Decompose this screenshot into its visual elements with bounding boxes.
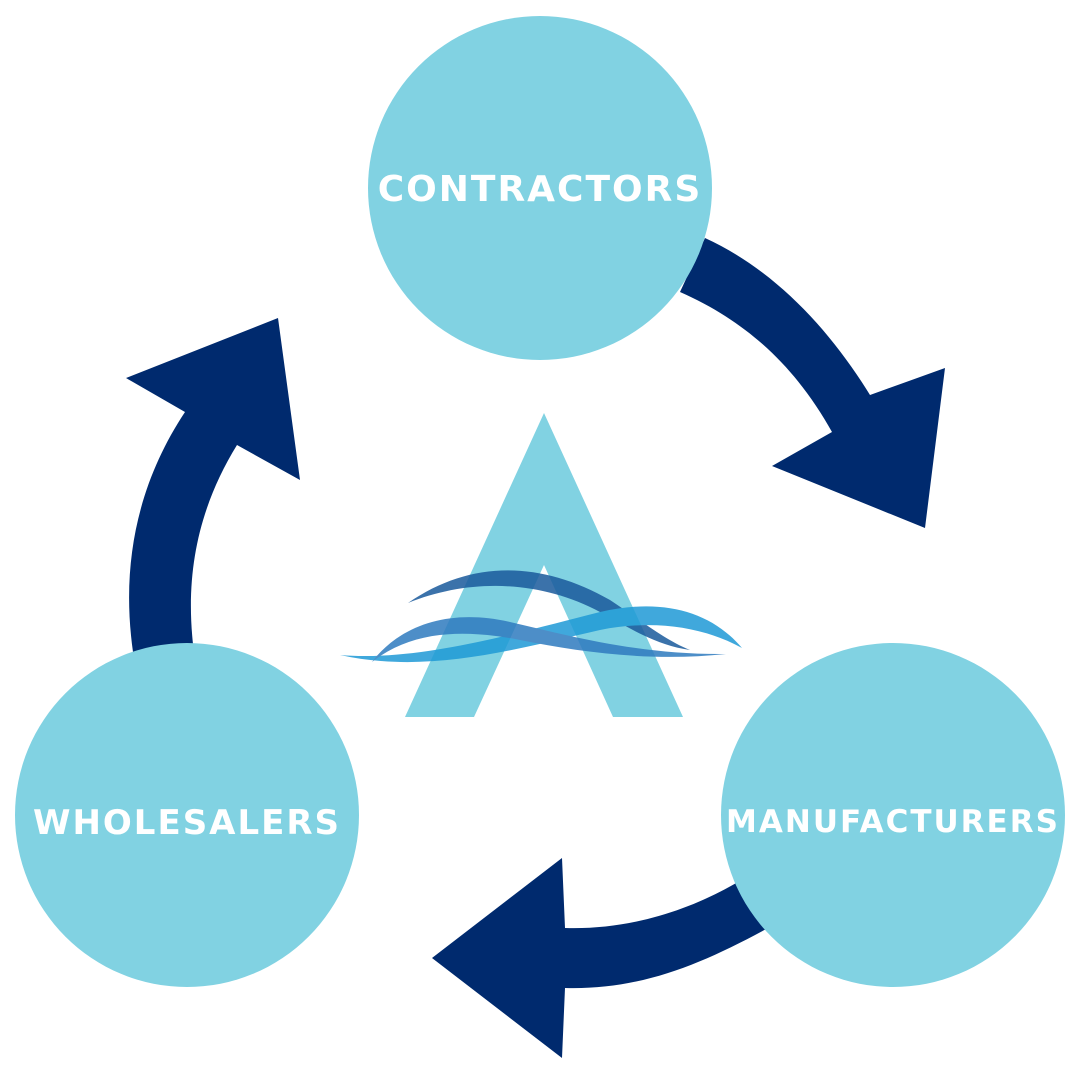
center-logo (340, 413, 742, 717)
node-wholesalers: WHOLESALERS (15, 643, 359, 987)
arrow-wholesalers-to-contractors (126, 318, 300, 652)
arrow-contractors-to-manufacturers (680, 238, 945, 528)
node-contractors: CONTRACTORS (368, 16, 712, 360)
node-label: MANUFACTURERS (726, 804, 1060, 840)
logo-letter-a (405, 413, 683, 717)
logo-waves (340, 570, 742, 663)
logo-wave-top (408, 570, 690, 650)
node-circle (368, 16, 712, 360)
node-manufacturers: MANUFACTURERS (721, 643, 1065, 987)
node-circle (15, 643, 359, 987)
node-circle (721, 643, 1065, 987)
arrows (126, 238, 945, 1058)
logo-wave-low (372, 617, 726, 662)
node-label: CONTRACTORS (378, 169, 703, 210)
arrow-manufacturers-to-wholesalers (432, 858, 768, 1058)
node-label: WHOLESALERS (33, 803, 341, 843)
